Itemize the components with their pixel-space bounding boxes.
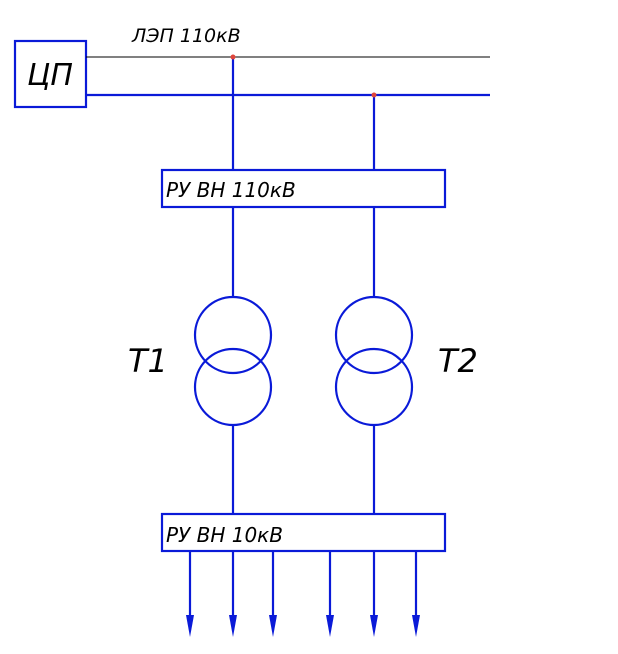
feeder-arrowhead xyxy=(269,615,277,637)
feeder-arrow xyxy=(412,551,420,637)
lv-switchgear-box xyxy=(160,512,447,553)
transformer-t2 xyxy=(334,295,414,427)
center-point-label: ЦП xyxy=(27,58,73,93)
hv-switchgear-box xyxy=(160,168,447,209)
outgoing-feeders xyxy=(186,551,420,637)
junction-dot-2 xyxy=(371,92,377,98)
lv-switchgear-label: РУ ВН 10кВ xyxy=(166,523,283,547)
feeder-arrowhead xyxy=(412,615,420,637)
feeder-arrow xyxy=(229,551,237,637)
feeder-arrow xyxy=(186,551,194,637)
transformer-t2-label: T2 xyxy=(438,342,478,380)
feeder-arrow xyxy=(269,551,277,637)
transformer-t1-primary-winding xyxy=(193,295,273,375)
transformer-t2-secondary-winding xyxy=(334,347,414,427)
feeder-arrowhead xyxy=(326,615,334,637)
transformer-t2-primary-winding xyxy=(334,295,414,375)
transformer-t1-secondary-winding xyxy=(193,347,273,427)
transformer-t1 xyxy=(193,295,273,427)
power-line-label: ЛЭП 110кВ xyxy=(131,25,241,47)
center-point-box xyxy=(13,39,88,109)
transformer-t1-label: T1 xyxy=(128,342,168,380)
feeder-arrow xyxy=(326,551,334,637)
feeder-arrowhead xyxy=(186,615,194,637)
feeder-arrowhead xyxy=(370,615,378,637)
hv-switchgear-label: РУ ВН 110кВ xyxy=(166,178,296,202)
feeder-arrow xyxy=(370,551,378,637)
junction-dot-1 xyxy=(230,54,236,60)
feeder-arrowhead xyxy=(229,615,237,637)
